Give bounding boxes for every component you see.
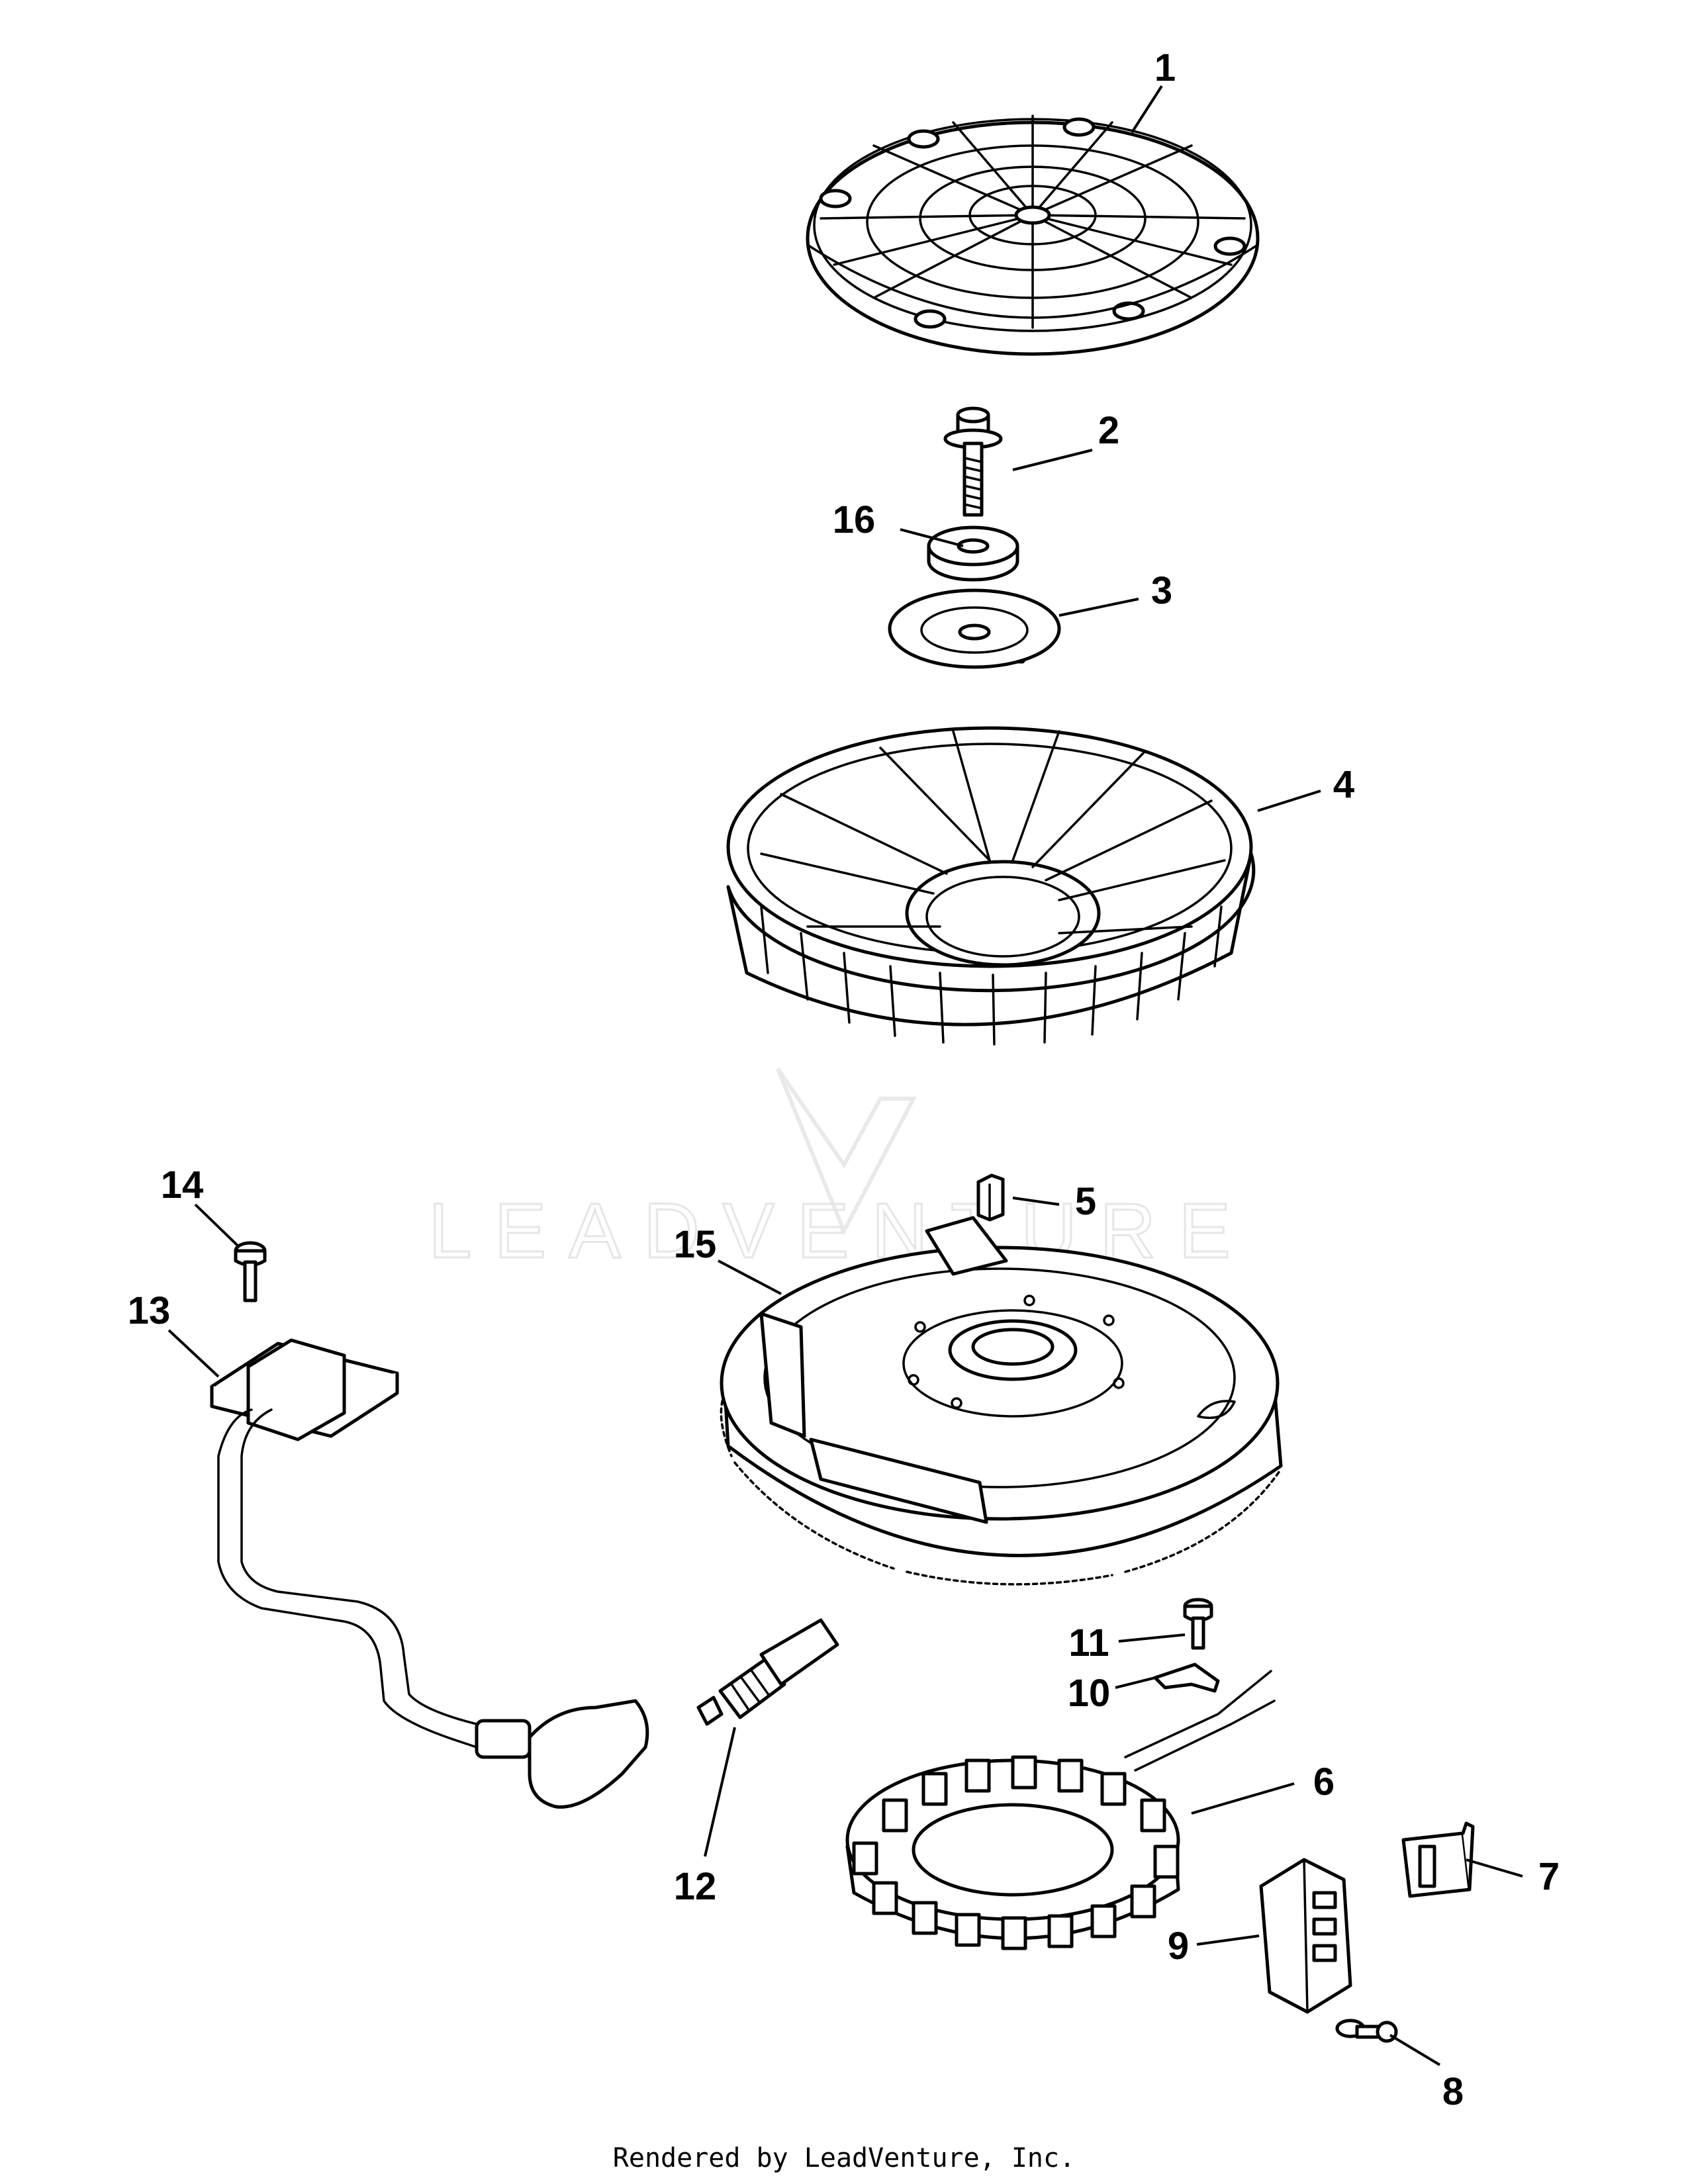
watermark: LEADVENTURE (427, 1068, 1232, 1276)
callout-4: 4 (1333, 763, 1354, 806)
callout-12: 12 (674, 1865, 717, 1908)
callout-16: 16 (833, 498, 876, 541)
callout-5: 5 (1075, 1180, 1096, 1223)
part-14-screw[interactable] (234, 1241, 267, 1302)
callout-10: 10 (1068, 1672, 1111, 1715)
part-3-thrust-washer[interactable] (888, 588, 1061, 669)
callout-6: 6 (1313, 1760, 1335, 1803)
callout-2: 2 (1098, 409, 1119, 452)
callout-14: 14 (161, 1163, 204, 1206)
part-10-wire-clip[interactable] (1153, 1662, 1220, 1693)
part-2-bolt[interactable] (943, 406, 1003, 517)
part-1-grille-cover[interactable] (806, 114, 1260, 356)
callout-13: 13 (128, 1289, 171, 1332)
part-9-regulator[interactable] (1259, 1858, 1352, 2014)
callouts: 1 2 16 3 4 5 15 14 13 11 10 6 12 7 9 8 (128, 46, 1560, 2113)
part-13-ignition-module[interactable] (210, 1338, 649, 1809)
callout-1: 1 (1154, 46, 1176, 89)
callout-8: 8 (1442, 2070, 1464, 2113)
leader-lines (167, 85, 1523, 2066)
part-8-screw[interactable] (1335, 2019, 1398, 2043)
part-11-screw[interactable] (1183, 1598, 1213, 1650)
part-7-connector[interactable] (1401, 1821, 1475, 1898)
callout-11: 11 (1068, 1621, 1109, 1664)
callout-7: 7 (1538, 1855, 1560, 1898)
part-5-key[interactable] (976, 1173, 1005, 1222)
part-16-washer[interactable] (927, 525, 1019, 582)
part-6-stator[interactable] (845, 1670, 1276, 1950)
part-15-flywheel[interactable] (720, 1216, 1283, 1586)
callout-9: 9 (1168, 1925, 1189, 1968)
part-12-spark-plug[interactable] (696, 1618, 839, 1726)
watermark-logo-icon (776, 1068, 917, 1236)
callout-3: 3 (1151, 569, 1172, 612)
callout-15: 15 (674, 1223, 717, 1266)
part-4-cooling-fan[interactable] (726, 726, 1256, 1046)
footer-credit: Rendered by LeadVenture, Inc. (612, 2143, 1076, 2173)
